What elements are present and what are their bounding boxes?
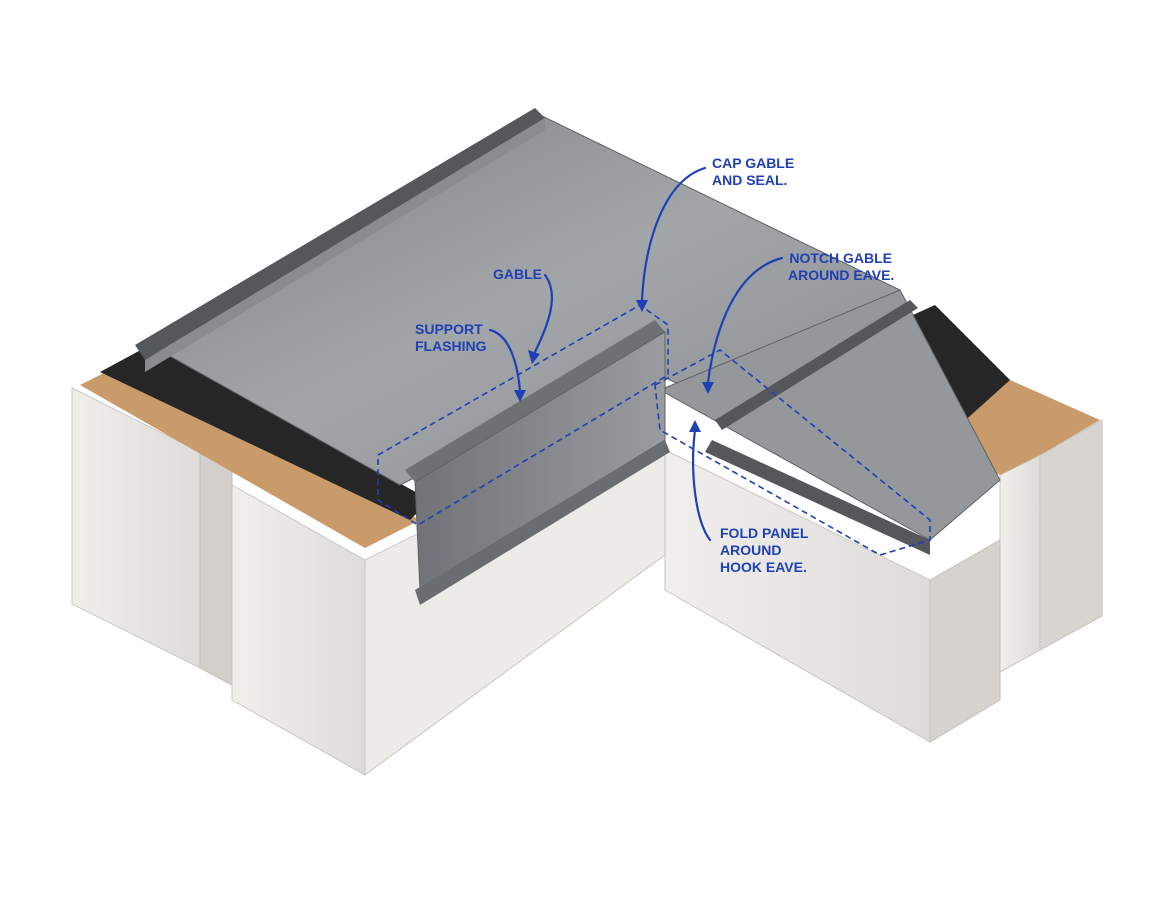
callout-cap-gable-line2: AND SEAL. [712, 172, 788, 188]
callout-cap-gable-line1: CAP GABLE [712, 155, 795, 171]
callout-notch-gable-line2: AROUND EAVE. [788, 267, 895, 283]
callout-notch-gable-line1: NOTCH GABLE [789, 250, 892, 266]
callout-fold-panel: FOLD PANEL AROUND HOOK EAVE. [720, 525, 808, 576]
drywall-right-side [999, 454, 1041, 673]
arrowhead-cap-gable [636, 300, 648, 312]
plywood-left [80, 360, 420, 548]
drywall-left-side [199, 451, 233, 686]
standing-seam-left [135, 108, 545, 360]
arrow-support-flashing [488, 328, 522, 394]
arrow-gable [533, 273, 554, 354]
arrowhead-support-flashing [514, 390, 526, 402]
drywall-right-back [1039, 419, 1103, 651]
standing-seam-right-a [715, 300, 918, 430]
roof-panel-right-wing [658, 289, 1001, 541]
gable-flashing-top [405, 320, 665, 482]
arrowhead-notch-gable [702, 382, 714, 394]
callout-notch-gable: NOTCH GABLE AROUND EAVE. [788, 250, 895, 284]
arrowhead-fold-panel [689, 420, 701, 432]
callout-gable-line1: GABLE [493, 266, 542, 282]
drywall-front-right-end [929, 539, 1001, 743]
arrowhead-gable [528, 350, 540, 364]
callout-fold-panel-line3: HOOK EAVE. [720, 559, 807, 575]
arrow-fold-panel [692, 428, 712, 542]
standing-seam-right-b [705, 440, 930, 555]
callout-gable: GABLE [493, 266, 542, 283]
callout-support-flashing-line1: SUPPORT [415, 321, 483, 337]
arrow-notch-gable [706, 256, 784, 384]
callout-fold-panel-line2: AROUND [720, 542, 782, 558]
callout-cap-gable: CAP GABLE AND SEAL. [712, 155, 794, 189]
gable-flashing-foot [415, 440, 670, 605]
standing-seam-left-face [145, 118, 545, 372]
callout-fold-panel-line1: FOLD PANEL [720, 525, 809, 541]
eave-highlight-box [654, 349, 931, 556]
underlayment-left [100, 345, 430, 520]
callout-support-flashing-line2: FLASHING [415, 338, 487, 354]
callout-support-flashing: SUPPORT FLASHING [415, 321, 487, 355]
arrow-cap-gable [640, 166, 707, 302]
